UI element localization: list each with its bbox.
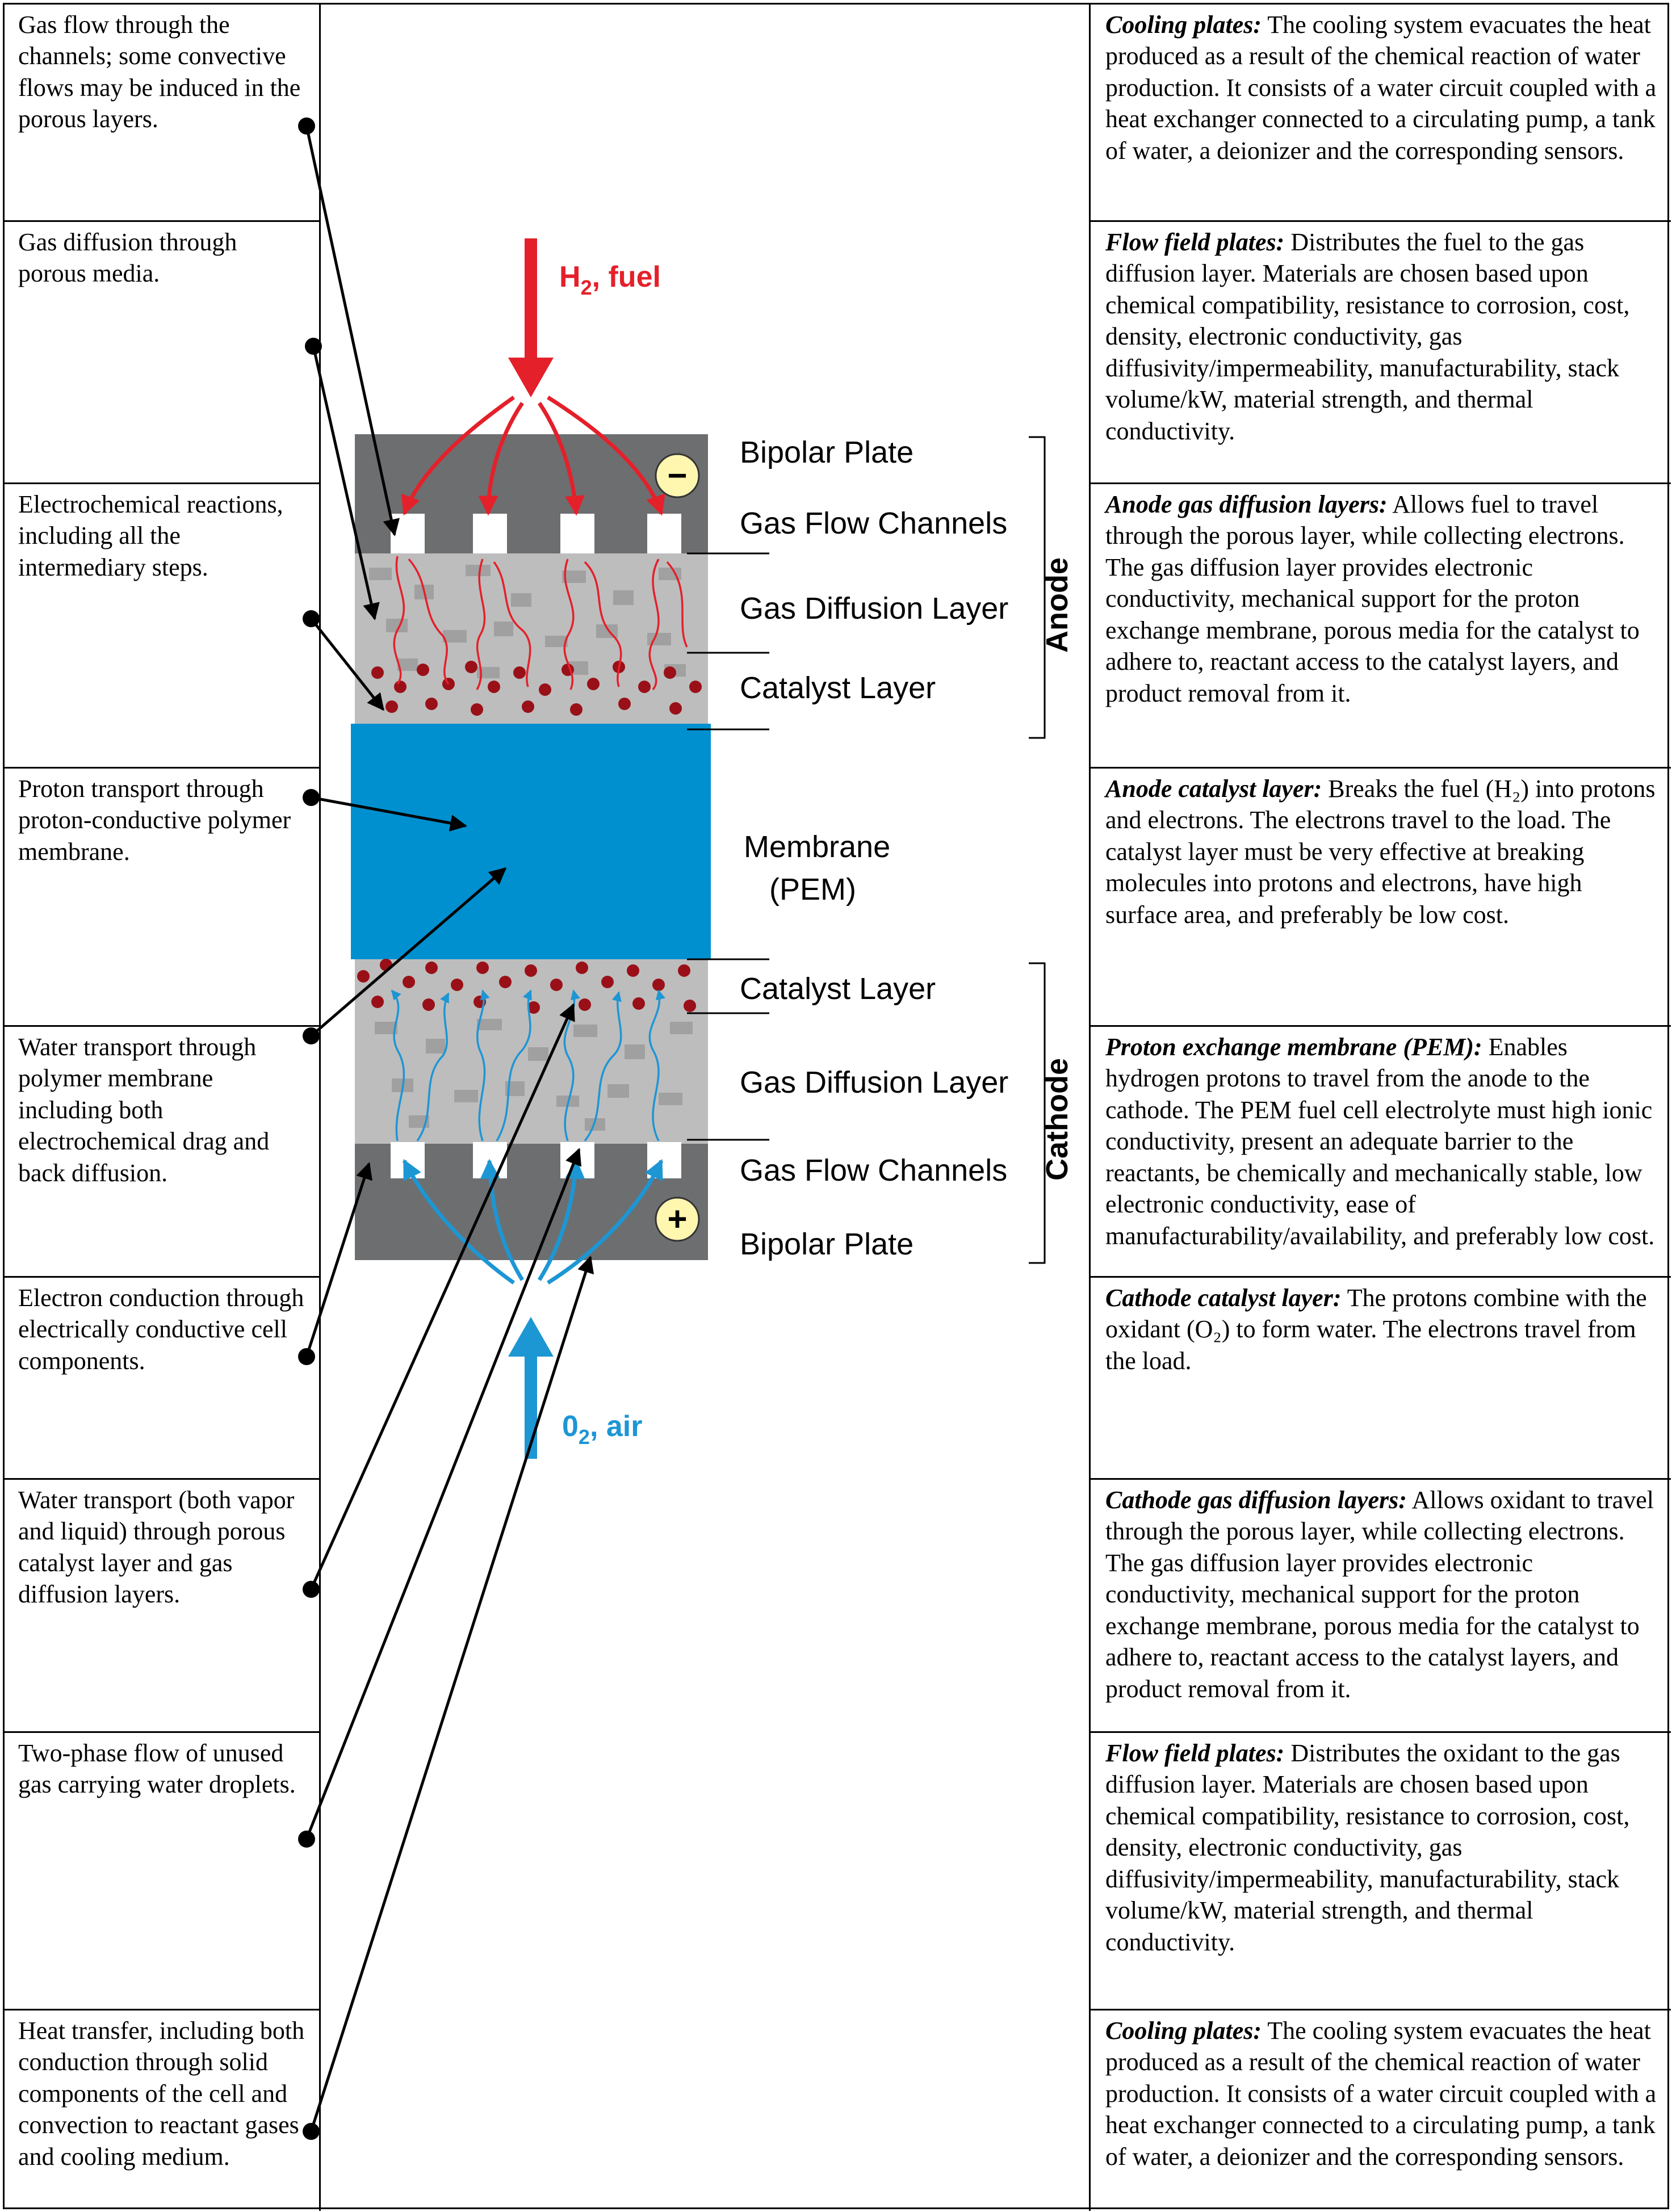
process-text: Two-phase flow of unused gas carrying wa… [18,1739,296,1799]
diagram-column [321,5,1089,2211]
component-cell-flow-field-anode: Flow field plates: Distributes the fuel … [1089,222,1671,484]
process-text: Electrochemical reactions, including all… [18,490,283,581]
component-title: Anode gas diffusion layers: [1105,490,1388,518]
component-cell-cathode-gdl: Cathode gas diffusion layers: Allows oxi… [1089,1480,1671,1733]
process-text: Water transport (both vapor and liquid) … [18,1486,295,1609]
process-cell-water-porous: Water transport (both vapor and liquid) … [5,1480,321,1733]
component-body: The protons combine with the oxidant (O₂… [1105,1284,1647,1375]
component-body: Distributes the fuel to the gas diffusio… [1105,228,1630,445]
component-title: Proton exchange membrane (PEM): [1105,1033,1482,1061]
component-title: Cooling plates: [1105,11,1262,39]
process-text: Gas flow through the channels; some conv… [18,11,301,133]
layout-table: Gas flow through the channels; some conv… [3,3,1671,2211]
component-cell-cathode-catalyst: Cathode catalyst layer: The protons comb… [1089,1278,1671,1480]
component-title: Flow field plates: [1105,228,1285,256]
process-cell-electron-conduction: Electron conduction through electrically… [5,1278,321,1480]
process-cell-electrochemical: Electrochemical reactions, including all… [5,484,321,769]
process-text: Water transport through polymer membrane… [18,1033,270,1187]
process-text: Electron conduction through electrically… [18,1284,304,1375]
process-text: Proton transport through proton-conducti… [18,775,291,866]
component-cell-pem: Proton exchange membrane (PEM): Enables … [1089,1027,1671,1278]
component-title: Cathode catalyst layer: [1105,1284,1342,1312]
process-cell-gas-flow: Gas flow through the channels; some conv… [5,5,321,222]
component-body: Allows fuel to travel through the porous… [1105,490,1640,707]
component-title: Anode catalyst layer: [1105,775,1322,803]
component-body: Allows oxidant to travel through the por… [1105,1486,1654,1703]
component-cell-anode-gdl: Anode gas diffusion layers: Allows fuel … [1089,484,1671,769]
component-title: Cooling plates: [1105,2017,1262,2045]
component-body: The cooling system evacuates the heat pr… [1105,11,1657,165]
process-cell-gas-diffusion: Gas diffusion through porous media. [5,222,321,484]
component-body: Enables hydrogen protons to travel from … [1105,1033,1655,1250]
component-body: Distributes the oxidant to the gas diffu… [1105,1739,1630,1956]
component-cell-anode-catalyst: Anode catalyst layer: Breaks the fuel (H… [1089,769,1671,1027]
process-cell-proton-transport: Proton transport through proton-conducti… [5,769,321,1027]
component-cell-flow-field-cathode: Flow field plates: Distributes the oxida… [1089,1733,1671,2010]
component-body: Breaks the fuel (H₂) into protons and el… [1105,775,1656,929]
component-title: Flow field plates: [1105,1739,1285,1767]
process-cell-two-phase: Two-phase flow of unused gas carrying wa… [5,1733,321,2010]
process-cell-water-membrane: Water transport through polymer membrane… [5,1027,321,1278]
component-cell-cooling-bottom: Cooling plates: The cooling system evacu… [1089,2010,1671,2211]
process-cell-heat-transfer: Heat transfer, including both conduction… [5,2010,321,2211]
component-title: Cathode gas diffusion layers: [1105,1486,1407,1514]
process-text: Heat transfer, including both conduction… [18,2017,305,2171]
component-cell-cooling-top: Cooling plates: The cooling system evacu… [1089,5,1671,222]
component-body: The cooling system evacuates the heat pr… [1105,2017,1657,2171]
process-text: Gas diffusion through porous media. [18,228,237,288]
